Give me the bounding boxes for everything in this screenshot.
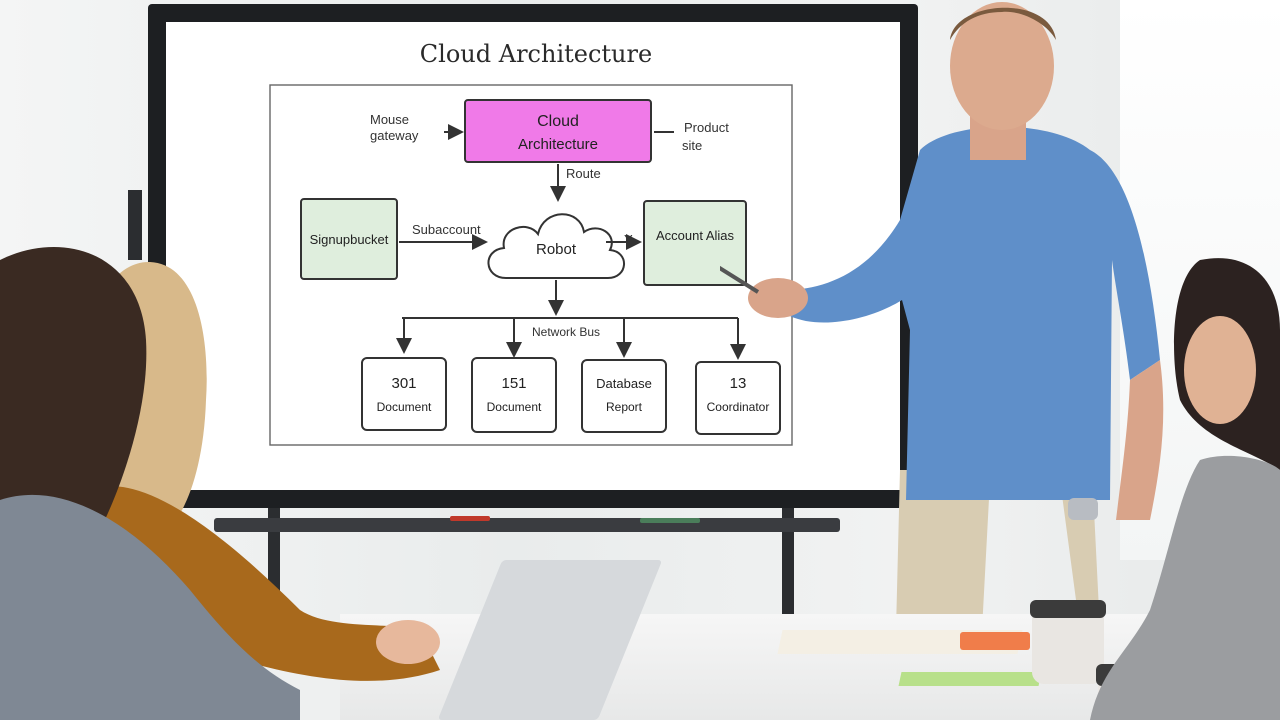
bottom-box-4-line-2: Coordinator xyxy=(707,400,770,414)
cloud-shape xyxy=(487,213,625,279)
top-left-note-line-1: Mouse xyxy=(370,112,409,127)
orange-note xyxy=(960,632,1030,650)
presenter-pants xyxy=(896,470,1100,630)
bottom-box-3-line-1: Database xyxy=(596,376,652,391)
dark-hair xyxy=(0,246,147,540)
right-box-label: Account Alias xyxy=(656,228,735,243)
left-green-box xyxy=(300,198,398,280)
top-box xyxy=(464,99,652,163)
top-right-note-line-1: Product xyxy=(684,120,729,135)
presenter-face xyxy=(950,2,1054,130)
bottom-box-4-line-1: 13 xyxy=(730,375,747,392)
diagram-title: Cloud Architecture xyxy=(420,40,652,68)
diagram-frame xyxy=(269,84,793,446)
whiteboard-screen: Cloud Architecture Cloud Architecture Mo… xyxy=(166,22,900,490)
left-box-label: Signupbucket xyxy=(310,232,389,247)
presenter-shirt xyxy=(790,126,1160,500)
top-box-line-2: Architecture xyxy=(518,136,598,153)
wristwatch-icon xyxy=(1068,498,1098,520)
red-marker xyxy=(450,516,490,521)
bottom-box-1: 301 Document xyxy=(361,357,447,431)
stand-pole-left xyxy=(128,190,142,260)
top-box-line-1: Cloud xyxy=(537,113,579,130)
coffee-cup-lid xyxy=(1030,600,1106,618)
bottom-box-1-line-1: 301 xyxy=(391,375,416,392)
top-right-note-line-2: site xyxy=(682,138,702,153)
bottom-box-3-line-2: Report xyxy=(606,400,643,414)
audience-left xyxy=(0,246,440,720)
cloud-label: Robot xyxy=(536,241,577,258)
stand-leg-right xyxy=(782,505,794,615)
right-woman-face xyxy=(1184,316,1256,424)
network-bus-label: Network Bus xyxy=(532,325,600,339)
grey-sweater xyxy=(0,494,300,720)
bottom-box-2: 151 Document xyxy=(471,357,557,433)
right-green-box xyxy=(643,200,747,286)
route-label: Route xyxy=(566,166,601,181)
green-marker xyxy=(640,518,700,523)
left-arrow-label: Subaccount xyxy=(412,222,481,237)
bottom-box-3: Database Report xyxy=(581,359,667,433)
striped-shirt xyxy=(1090,455,1280,720)
audience-right xyxy=(1090,258,1280,720)
marker-pen xyxy=(720,265,760,294)
presenter-pointing-hand xyxy=(748,278,808,318)
presenter-hair xyxy=(950,7,1056,40)
presenter xyxy=(720,2,1164,630)
right-arrow-label: Y xyxy=(624,232,633,247)
architecture-diagram: Cloud Architecture Cloud Architecture Mo… xyxy=(269,40,793,446)
presenter-right-forearm xyxy=(1116,360,1164,520)
bottom-box-2-line-2: Document xyxy=(487,400,542,414)
bottom-box-2-line-1: 151 xyxy=(501,375,526,392)
audience-hand xyxy=(376,620,440,664)
bottom-box-1-line-2: Document xyxy=(377,400,432,414)
top-left-note-line-2: gateway xyxy=(370,128,419,143)
green-paper xyxy=(898,672,1042,686)
bottom-box-4: 13 Coordinator xyxy=(695,361,781,435)
